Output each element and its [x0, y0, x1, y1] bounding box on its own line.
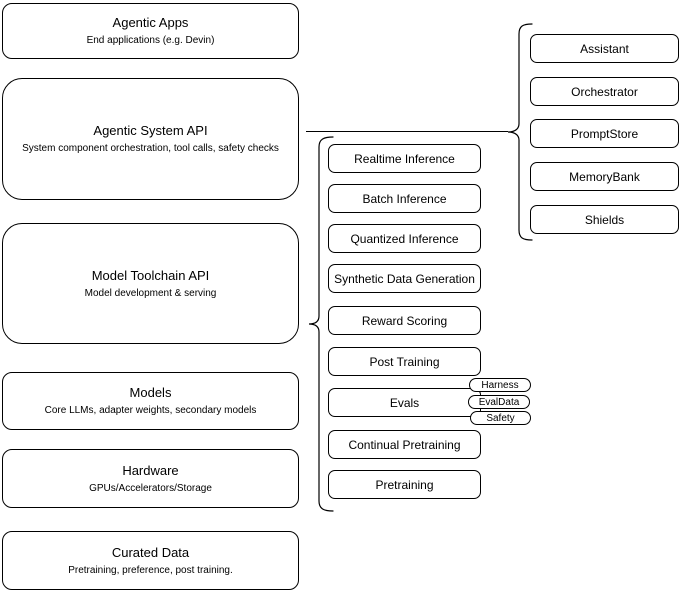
node-label: Orchestrator [571, 84, 638, 99]
node-agentic-system-api: Agentic System API System component orch… [2, 78, 299, 200]
system-group-brace-icon [507, 23, 533, 241]
node-label: Evals [389, 395, 420, 410]
tag-harness: Harness [469, 378, 531, 392]
node-reward-scoring: Reward Scoring [328, 306, 481, 335]
tag-evaldata: EvalData [468, 395, 530, 409]
node-quantized-inference: Quantized Inference [328, 224, 481, 253]
toolchain-group-brace-icon [308, 136, 334, 512]
node-synthetic-data-generation: Synthetic Data Generation [328, 264, 481, 293]
node-pretraining: Pretraining [328, 470, 481, 499]
node-subtitle: Pretraining, preference, post training. [68, 564, 233, 576]
node-post-training: Post Training [328, 347, 481, 376]
node-hardware: Hardware GPUs/Accelerators/Storage [2, 449, 299, 508]
node-assistant: Assistant [530, 34, 679, 63]
node-evals: Evals [328, 388, 481, 417]
node-label: Synthetic Data Generation [334, 271, 475, 286]
node-label: PromptStore [570, 126, 639, 141]
node-title: Hardware [122, 462, 179, 478]
node-label: Continual Pretraining [348, 437, 461, 452]
node-subtitle: System component orchestration, tool cal… [22, 143, 279, 154]
node-title: Agentic Apps [112, 15, 189, 30]
node-label: Assistant [580, 41, 629, 56]
node-subtitle: Model development & serving [84, 287, 217, 299]
node-curated-data: Curated Data Pretraining, preference, po… [2, 531, 299, 590]
system-group-connector-line [306, 131, 508, 132]
node-label: Shields [584, 212, 625, 227]
node-label: Post Training [369, 354, 440, 369]
node-label: Quantized Inference [350, 231, 459, 246]
node-subtitle: Core LLMs, adapter weights, secondary mo… [44, 405, 257, 416]
node-models: Models Core LLMs, adapter weights, secon… [2, 372, 299, 430]
node-batch-inference: Batch Inference [328, 184, 481, 213]
node-label: Pretraining [375, 477, 434, 492]
node-agentic-apps: Agentic Apps End applications (e.g. Devi… [2, 3, 299, 59]
node-shields: Shields [530, 205, 679, 234]
node-subtitle: GPUs/Accelerators/Storage [89, 482, 212, 494]
node-realtime-inference: Realtime Inference [328, 144, 481, 173]
node-subtitle: End applications (e.g. Devin) [86, 35, 215, 46]
node-label: MemoryBank [569, 169, 640, 184]
node-memorybank: MemoryBank [530, 162, 679, 191]
node-orchestrator: Orchestrator [530, 77, 679, 106]
node-label: Realtime Inference [354, 151, 455, 166]
node-model-toolchain-api: Model Toolchain API Model development & … [2, 223, 299, 344]
tag-label: Harness [481, 379, 519, 391]
node-title: Agentic System API [93, 123, 208, 138]
node-label: Batch Inference [362, 191, 447, 206]
tag-label: EvalData [478, 396, 520, 408]
node-title: Model Toolchain API [91, 267, 210, 283]
tag-safety: Safety [470, 411, 531, 425]
tag-label: Safety [486, 412, 515, 424]
node-title: Models [129, 385, 172, 400]
node-title: Curated Data [111, 544, 190, 560]
node-promptstore: PromptStore [530, 119, 679, 148]
node-label: Reward Scoring [361, 313, 448, 328]
node-continual-pretraining: Continual Pretraining [328, 430, 481, 459]
